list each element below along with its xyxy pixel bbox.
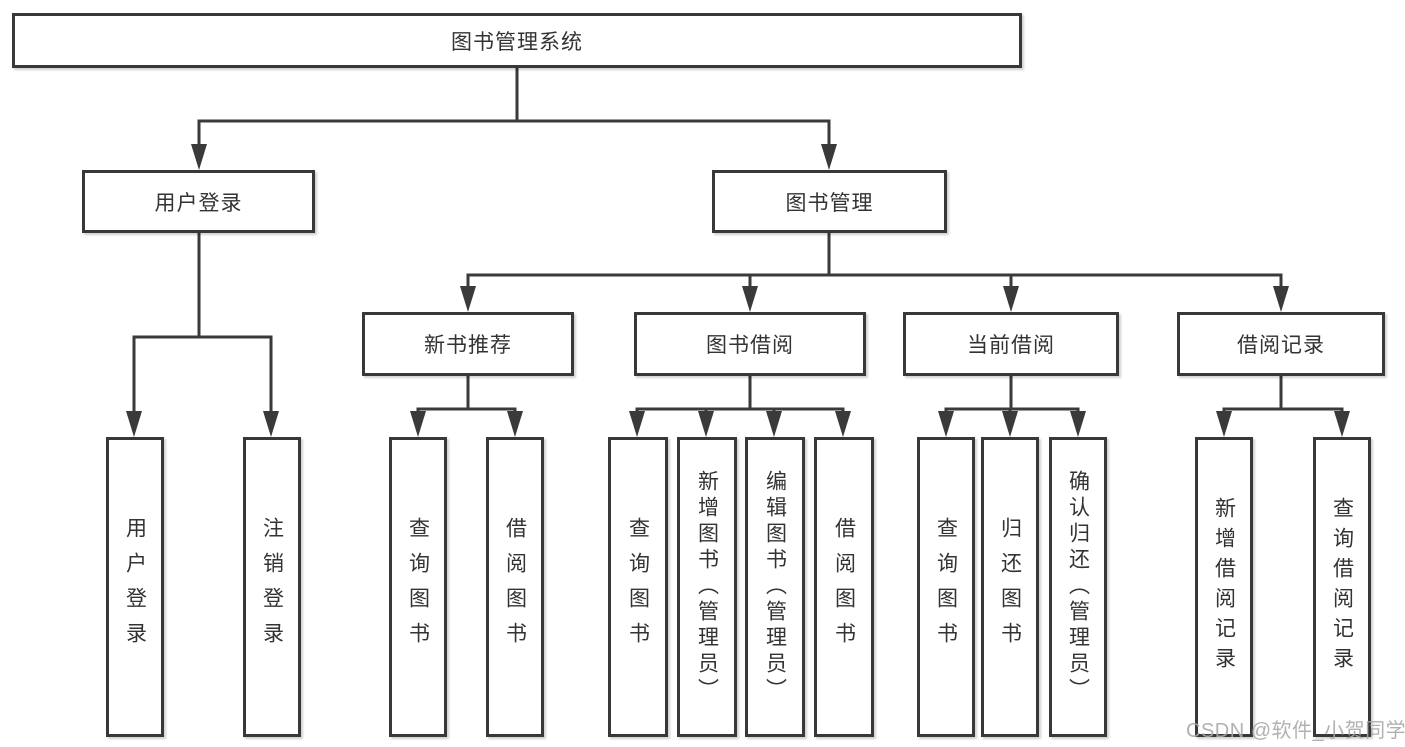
node-user-login: 用户登录: [82, 170, 315, 233]
leaf-borrow-add-admin: 新增图书（管理员）: [677, 437, 737, 737]
node-book-management: 图书管理: [712, 170, 947, 233]
node-new-book-recommend-label: 新书推荐: [424, 334, 512, 357]
leaf-borrow-edit-admin-label: 编辑图书（管理员）: [763, 470, 787, 704]
node-borrow-record: 借阅记录: [1177, 312, 1385, 376]
leaf-record-add-label: 新增借阅记录: [1212, 497, 1236, 677]
leaf-record-query: 查询借阅记录: [1313, 437, 1371, 737]
leaf-user-login-label: 用户登录: [123, 517, 147, 657]
watermark: CSDN @软件_小贺同学: [1186, 720, 1405, 742]
leaf-newbook-query-label: 查询图书: [406, 517, 430, 657]
leaf-borrow-borrow: 借阅图书: [814, 437, 874, 737]
leaf-newbook-borrow: 借阅图书: [486, 437, 544, 737]
leaf-borrow-query-label: 查询图书: [626, 517, 650, 657]
leaf-borrow-query: 查询图书: [608, 437, 668, 737]
node-root: 图书管理系统: [12, 13, 1022, 68]
leaf-borrow-edit-admin: 编辑图书（管理员）: [745, 437, 805, 737]
leaf-newbook-borrow-label: 借阅图书: [503, 517, 527, 657]
leaf-record-query-label: 查询借阅记录: [1330, 497, 1354, 677]
node-root-label: 图书管理系统: [451, 30, 583, 54]
leaf-current-query-label: 查询图书: [934, 517, 958, 657]
node-book-borrow-label: 图书借阅: [706, 334, 794, 357]
leaf-logout: 注销登录: [243, 437, 301, 737]
node-borrow-record-label: 借阅记录: [1237, 334, 1325, 357]
leaf-current-confirm-admin: 确认归还（管理员）: [1049, 437, 1107, 737]
leaf-current-confirm-admin-label: 确认归还（管理员）: [1066, 470, 1090, 704]
leaf-borrow-borrow-label: 借阅图书: [832, 517, 856, 657]
node-user-login-label: 用户登录: [154, 191, 243, 215]
leaf-user-login: 用户登录: [106, 437, 164, 737]
node-book-management-label: 图书管理: [785, 191, 874, 215]
node-new-book-recommend: 新书推荐: [362, 312, 574, 376]
leaf-current-query: 查询图书: [917, 437, 975, 737]
arrowhead-icons: [126, 144, 1350, 437]
leaf-current-return-label: 归还图书: [998, 517, 1022, 657]
node-current-borrow-label: 当前借阅: [967, 334, 1055, 357]
leaf-logout-label: 注销登录: [260, 517, 284, 657]
leaf-borrow-add-admin-label: 新增图书（管理员）: [695, 470, 719, 704]
leaf-current-return: 归还图书: [981, 437, 1039, 737]
leaf-newbook-query: 查询图书: [389, 437, 447, 737]
leaf-record-add: 新增借阅记录: [1195, 437, 1253, 737]
node-current-borrow: 当前借阅: [903, 312, 1119, 376]
node-book-borrow: 图书借阅: [634, 312, 866, 376]
